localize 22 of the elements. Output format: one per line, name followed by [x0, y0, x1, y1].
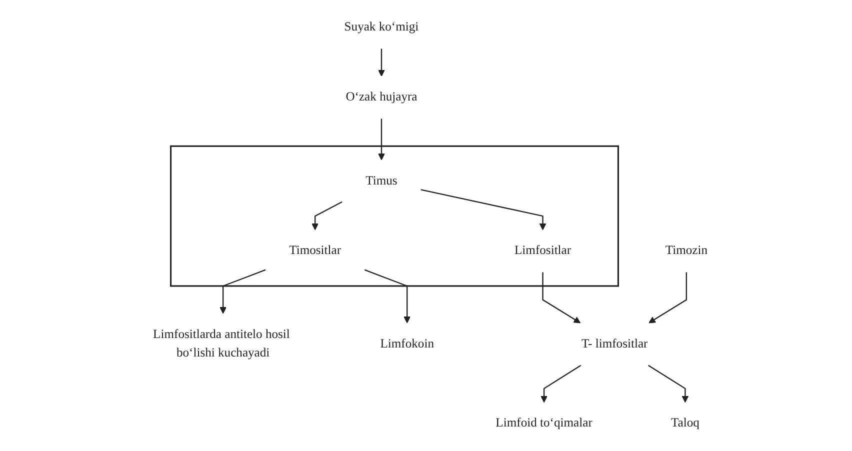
arrow	[378, 118, 385, 160]
arrow	[420, 189, 546, 230]
arrow	[648, 364, 689, 403]
node-text: Timozin	[665, 244, 708, 258]
node-text: Limfositlar	[514, 244, 572, 258]
node-text: Taloq	[670, 416, 700, 430]
node-text: Limfokoin	[380, 337, 434, 350]
arrow	[364, 269, 411, 324]
arrow	[378, 48, 385, 77]
node-text: O‘zak hujayra	[346, 90, 418, 104]
node-text: Limfositlarda antitelo hosil bo‘lishi kuchayadi	[153, 328, 290, 360]
arrow	[220, 269, 266, 314]
node-text: Timositlar	[289, 244, 342, 258]
node-text: Limfoid to‘qimalar	[496, 416, 592, 430]
arrow	[540, 364, 582, 403]
node-text: Timus	[366, 174, 398, 188]
node-text: T- limfositlar	[581, 337, 648, 350]
arrow	[542, 272, 581, 324]
node-text: Suyak ko‘migi	[344, 20, 419, 34]
arrow	[312, 201, 342, 230]
cluster	[170, 145, 619, 287]
arrow	[648, 272, 688, 324]
